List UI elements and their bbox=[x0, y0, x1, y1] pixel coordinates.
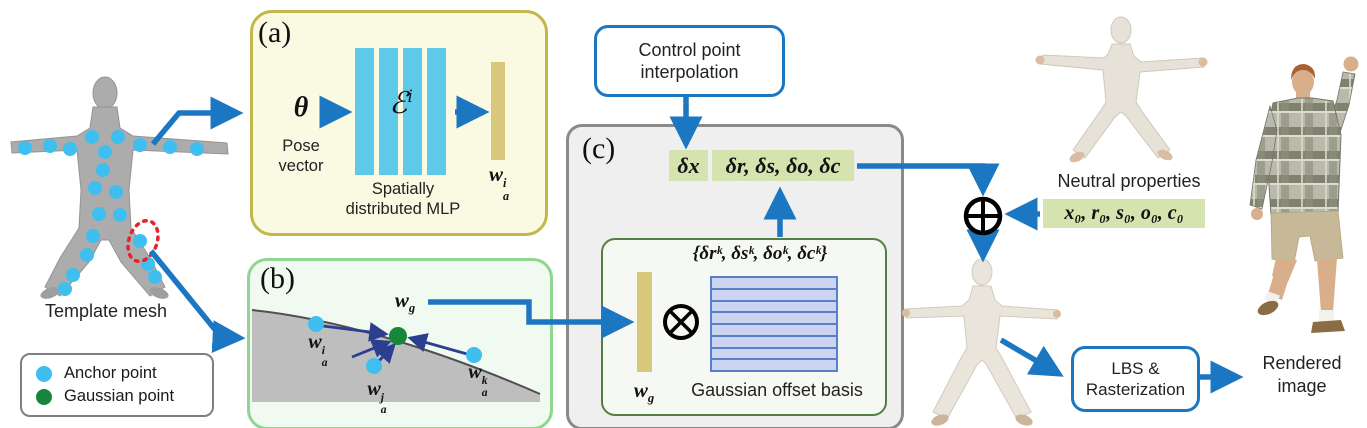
pose-vector-label: Pose vector bbox=[278, 137, 324, 176]
basis-row bbox=[712, 290, 836, 302]
label-a: (a) bbox=[258, 16, 292, 49]
legend-row-gaussian: Gaussian point bbox=[36, 387, 212, 406]
arrow-human-to-lbs bbox=[999, 337, 1064, 377]
mlp-layer-bar bbox=[379, 48, 398, 175]
w-g-vector-bar bbox=[637, 272, 652, 372]
zoom-region-dashed-ellipse bbox=[126, 218, 160, 264]
delta-x-chip: δx bbox=[669, 150, 708, 181]
control-point-interpolation-box: Control point interpolation bbox=[594, 25, 785, 97]
delta-rsoc-chip: δr, δs, δo, δc bbox=[712, 150, 854, 181]
rendered-person-figure bbox=[1249, 56, 1359, 333]
neutral-human-figure bbox=[1035, 16, 1208, 163]
basis-row bbox=[712, 349, 836, 361]
lbs-rasterization-box: LBS & Rasterization bbox=[1071, 346, 1200, 412]
gaussian-offset-basis-caption: Gaussian offset basis bbox=[691, 380, 863, 400]
spatially-distributed-mlp-label: Spatially distributed MLP bbox=[345, 180, 461, 219]
encoder-symbol: ℰi bbox=[389, 86, 413, 121]
basis-row bbox=[712, 337, 836, 349]
mlp-layer-bar bbox=[355, 48, 374, 175]
reconstructed-human-figure bbox=[902, 258, 1061, 426]
basis-row bbox=[712, 325, 836, 337]
basis-row bbox=[712, 278, 836, 290]
label-b: (b) bbox=[260, 262, 295, 295]
label-c: (c) bbox=[582, 132, 616, 165]
mlp-layer-bar bbox=[427, 48, 446, 175]
neutral-properties-label: Neutral properties bbox=[1057, 171, 1201, 191]
basis-row bbox=[712, 360, 836, 370]
gaussian-point-label: Gaussian point bbox=[64, 387, 175, 405]
template-mesh-caption: Template mesh bbox=[44, 301, 168, 321]
legend-row-anchor: Anchor point bbox=[36, 364, 212, 383]
basis-row bbox=[712, 302, 836, 314]
arrow-mesh-to-a bbox=[150, 96, 244, 146]
weight-vector-bar bbox=[491, 62, 505, 160]
w-g-label-c: wg bbox=[633, 378, 655, 406]
w-g-label-b: wg bbox=[394, 288, 416, 316]
gaussian-point-icon bbox=[36, 388, 52, 405]
neutral-properties-chip: x₀, r₀, s₀, o₀, c₀ bbox=[1043, 199, 1205, 228]
gaussian-offset-basis-matrix bbox=[710, 276, 838, 372]
anchor-point-label: Anchor point bbox=[64, 364, 157, 382]
basis-set-label: {δrᵏ, δsᵏ, δoᵏ, δcᵏ} bbox=[692, 243, 828, 264]
legend: Anchor point Gaussian point bbox=[20, 353, 214, 417]
theta-symbol: θ bbox=[293, 92, 309, 123]
anchor-point-icon bbox=[36, 365, 52, 382]
basis-row bbox=[712, 313, 836, 325]
plus-circle-icon bbox=[963, 196, 1003, 236]
arrow-mesh-to-b bbox=[148, 249, 246, 354]
mlp-layer-bar bbox=[403, 48, 422, 175]
anchor-points bbox=[18, 130, 204, 296]
rendered-image-label: Rendered image bbox=[1262, 353, 1342, 396]
template-mesh-figure bbox=[10, 76, 229, 299]
